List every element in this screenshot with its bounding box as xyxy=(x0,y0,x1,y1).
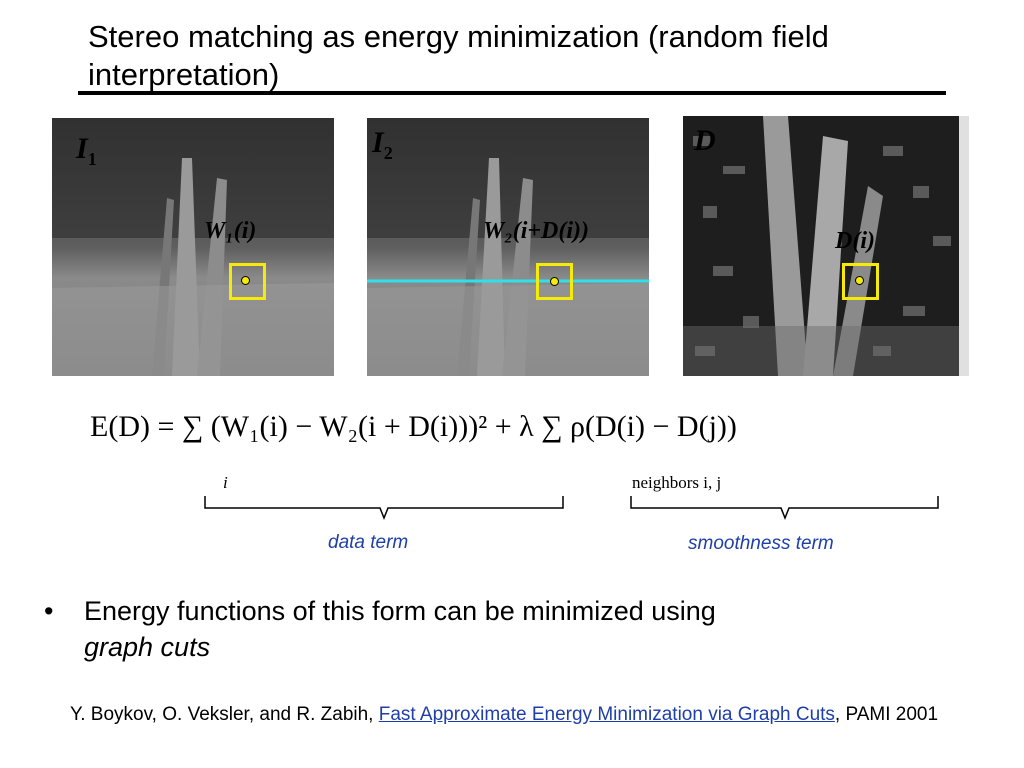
smoothness-term-brace xyxy=(630,496,939,521)
image-label-i1: I1 xyxy=(76,132,97,169)
image-label-i2: I2 xyxy=(372,126,393,163)
reference: Y. Boykov, O. Veksler, and R. Zabih, Fas… xyxy=(70,702,950,727)
title-underline xyxy=(78,91,946,95)
window-box-d xyxy=(842,263,879,300)
window-label-w1: W₁(i) xyxy=(204,218,257,244)
window-box-w2 xyxy=(536,263,573,300)
pixel-dot-w2 xyxy=(550,277,559,286)
pixel-dot-w1 xyxy=(241,276,250,285)
data-term-label: data term xyxy=(328,532,409,553)
energy-formula: E(D) = ∑ (W₁(i) − W₂(i + D(i)))² + λ ∑ ρ… xyxy=(90,410,737,443)
bullet-emphasis: graph cuts xyxy=(84,632,211,662)
right-image-disparity xyxy=(683,116,969,376)
bullet-symbol: • xyxy=(44,596,54,626)
reference-link[interactable]: Fast Approximate Energy Minimization via… xyxy=(378,704,835,725)
bullet-text: Energy functions of this form can be min… xyxy=(84,593,904,665)
slide-title: Stereo matching as energy minimization (… xyxy=(88,19,829,92)
left-image-i1 xyxy=(52,118,334,376)
smoothness-term-label: smoothness term xyxy=(688,533,834,554)
sum2-subscript: neighbors i, j xyxy=(632,473,722,492)
reference-authors: Y. Boykov, O. Veksler, and R. Zabih, xyxy=(70,704,379,725)
window-box-w1 xyxy=(229,263,266,300)
data-term-brace xyxy=(204,496,564,521)
middle-image-i2 xyxy=(367,118,649,376)
pixel-dot-d xyxy=(855,276,864,285)
sum1-subscript: i xyxy=(223,473,228,492)
image-label-d: D xyxy=(694,124,716,157)
window-label-d: D(i) xyxy=(835,228,875,254)
window-label-w2: W₂(i+D(i)) xyxy=(483,218,590,244)
reference-venue: , PAMI 2001 xyxy=(834,704,939,725)
bullet-main-text: Energy functions of this form can be min… xyxy=(84,596,716,626)
